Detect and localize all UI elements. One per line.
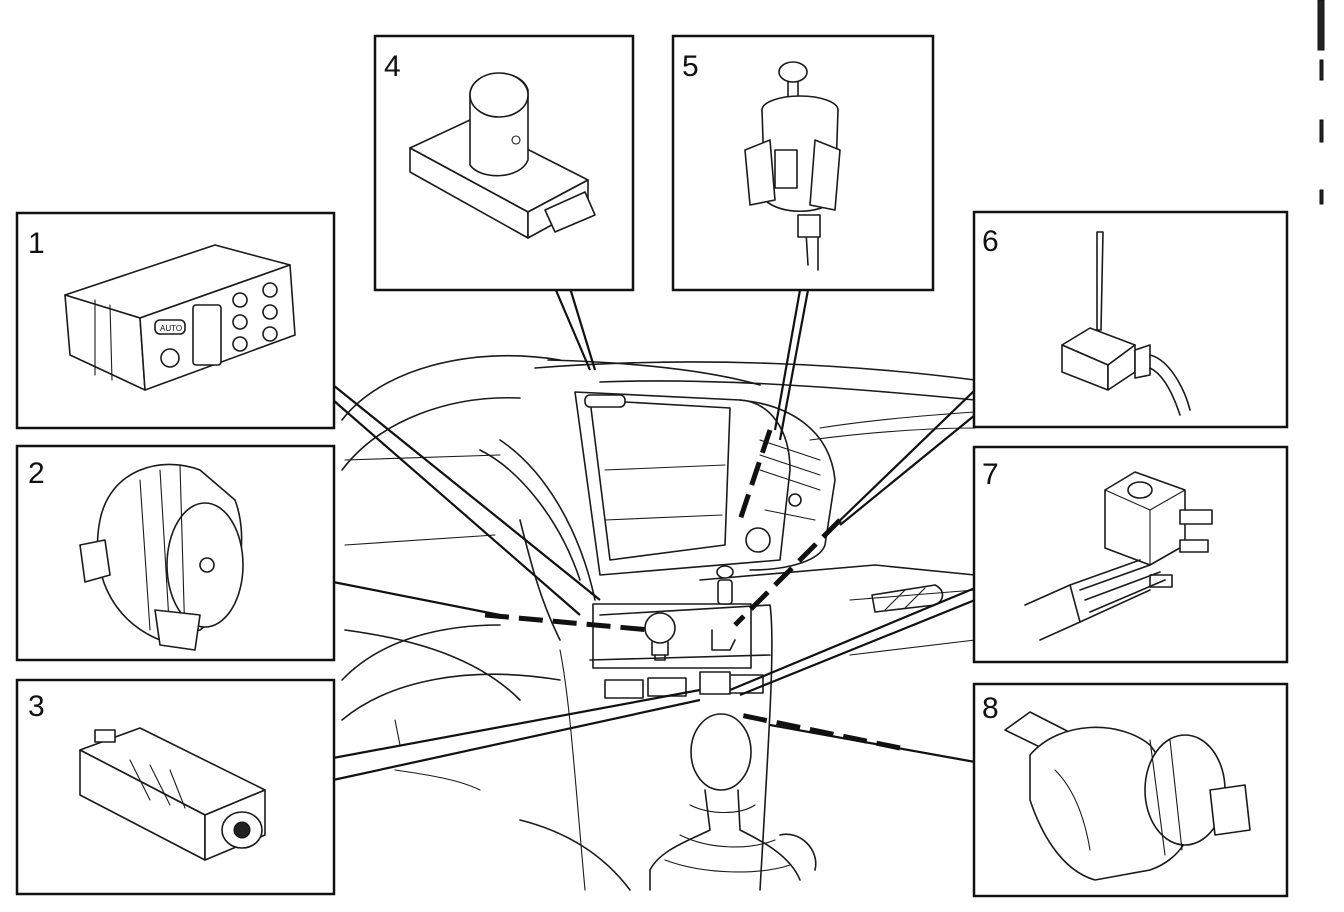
panel-2: 2 <box>15 444 336 662</box>
panel-4: 4 <box>373 34 635 292</box>
temperature-sensor-icon <box>1061 231 1191 416</box>
panel-5: 5 <box>671 34 935 292</box>
panel-3: 3 <box>15 678 336 896</box>
panel-8: 8 <box>972 682 1289 898</box>
sensor-module-icon <box>409 72 596 239</box>
edge-marks <box>1317 0 1325 205</box>
connector-harness-icon <box>1024 471 1213 641</box>
panel-2-label: 2 <box>28 457 45 490</box>
panel-6: 6 <box>972 210 1289 429</box>
auto-button-label: AUTO <box>160 324 182 333</box>
panel-1-label: 1 <box>28 227 45 260</box>
panel-6-label: 6 <box>982 225 999 258</box>
actuator-motor-icon <box>79 463 244 651</box>
panel-3-label: 3 <box>28 690 45 723</box>
panel-5-label: 5 <box>682 50 699 83</box>
leader-lines <box>332 287 976 782</box>
climate-control-unit-icon: AUTO <box>64 244 296 391</box>
panel-8-label: 8 <box>982 692 999 725</box>
panel-1: 1 AUTO <box>15 211 336 430</box>
panel-7: 7 <box>972 445 1289 664</box>
panel-4-label: 4 <box>384 50 401 83</box>
dashboard-illustration <box>341 354 976 891</box>
damper-actuator-icon <box>1004 711 1251 881</box>
switch-component-icon <box>79 727 266 861</box>
ignition-switch-icon <box>744 61 841 271</box>
panel-7-label: 7 <box>982 458 999 491</box>
